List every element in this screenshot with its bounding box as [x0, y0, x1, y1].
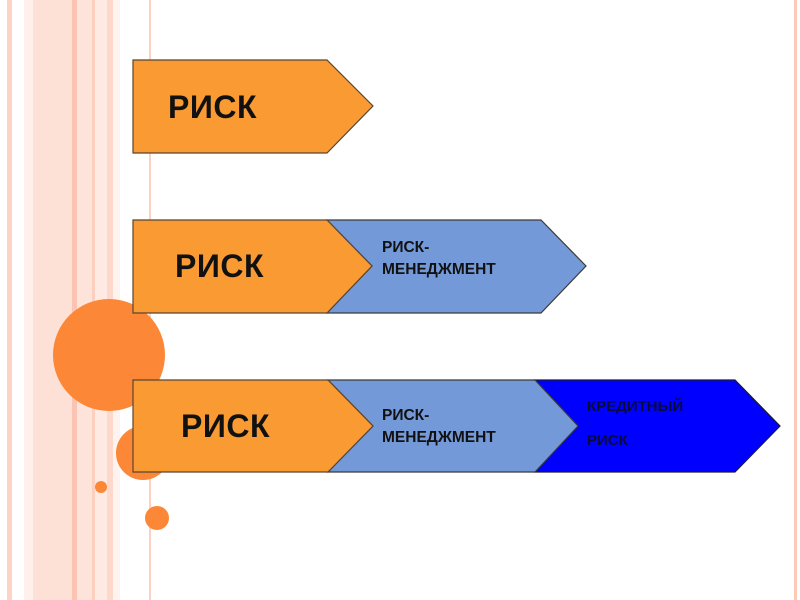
stripe [72, 0, 77, 600]
risk-pentagon-row3 [132, 379, 374, 473]
credit-risk-line1: КРЕДИТНЫЙ [587, 398, 684, 415]
risk-pentagon-row1 [132, 59, 374, 154]
risk-management-line1: РИСК- [382, 239, 430, 256]
credit-risk-label-row3: КРЕДИТНЫЙ РИСК [587, 399, 683, 448]
decorative-circle-small [145, 506, 169, 530]
risk-management-line2: МЕНЕДЖМЕНТ [382, 429, 496, 446]
stripe [7, 0, 12, 600]
stripe [794, 0, 797, 600]
risk-management-line2: МЕНЕДЖМЕНТ [382, 261, 496, 278]
risk-label-row3: РИСК [181, 408, 270, 444]
credit-risk-line2: РИСК [587, 432, 628, 449]
stripe [33, 0, 72, 600]
stripe [77, 0, 92, 600]
risk-management-label-row2: РИСК- МЕНЕДЖМЕНТ [382, 237, 496, 281]
risk-management-label-row3: РИСК- МЕНЕДЖМЕНТ [382, 405, 496, 449]
stripe [24, 0, 33, 600]
stripe [92, 0, 95, 600]
decorative-circle-tiny [95, 481, 107, 493]
risk-label-row2: РИСК [175, 248, 264, 284]
risk-management-line1: РИСК- [382, 407, 430, 424]
risk-pentagon-row2 [132, 219, 373, 314]
risk-label-row1: РИСК [168, 89, 257, 125]
